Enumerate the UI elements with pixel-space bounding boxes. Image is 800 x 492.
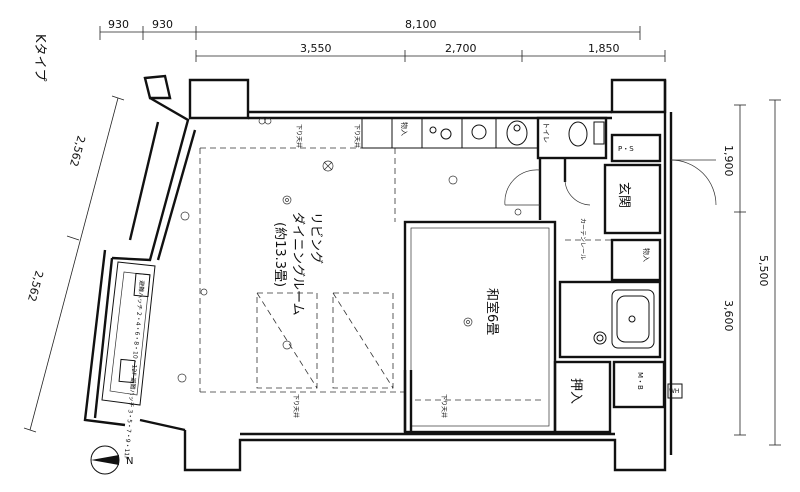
oshiire-label: 押入 — [568, 378, 583, 404]
washitsu-room: 和室6畳 — [403, 220, 557, 434]
dim-2562-b: 2,562 — [25, 269, 46, 303]
monoire-side-label: 物入 — [642, 248, 651, 262]
dim-2562-a: 2,562 — [67, 134, 88, 168]
dim-930-a: 930 — [108, 18, 129, 31]
monoire-top-label: 物入 — [400, 122, 409, 136]
sagari-label-3: 下り天井 — [292, 394, 300, 418]
washitsu-label: 和室6畳 — [484, 288, 500, 335]
mb-label: M・B — [636, 372, 644, 390]
wh-label: WH — [669, 388, 679, 395]
sagari-label-1: 下り天井 — [295, 124, 303, 148]
dim-3550: 3,550 — [300, 42, 332, 55]
north-arrow: N — [90, 445, 133, 475]
ps-label: P・S — [618, 145, 634, 153]
ps-box: P・S — [610, 133, 662, 163]
curtain-rail-label: カーテンレール — [579, 218, 586, 260]
left-dimensions: 2,562 2,562 — [23, 95, 125, 433]
dim-1850: 1,850 — [588, 42, 620, 55]
ceiling-lines — [199, 147, 545, 401]
toilet-label: トイレ — [542, 122, 550, 143]
exterior-walls — [83, 74, 673, 472]
hall-area: カーテンレール 物入 — [504, 158, 665, 282]
sagari-label-2: 下り天井 — [353, 124, 361, 148]
dim-3600: 3,600 — [722, 300, 735, 332]
toilet-area: トイレ — [536, 116, 608, 160]
dim-1900: 1,900 — [722, 145, 735, 177]
living-label-2: ダイニングルーム — [290, 212, 305, 316]
glass-panels — [256, 292, 394, 389]
type-label: Kタイプ — [32, 34, 47, 82]
balcony-hatch: 避難ハッチ 2・4・6・8・10・12F 避難ハッチ 3・5・7・9・11F — [101, 261, 156, 461]
dim-8100: 8,100 — [405, 18, 437, 31]
dim-930-b: 930 — [152, 18, 173, 31]
living-label-3: (約13.3畳) — [272, 222, 287, 287]
top-dimensions: 930 930 8,100 3,550 2,700 1,850 — [99, 18, 666, 62]
north-label: N — [126, 456, 133, 467]
sagari-label-4: 下り天井 — [440, 394, 448, 418]
ceiling-notes: 下り天井 下り天井 下り天井 下り天井 — [292, 124, 448, 418]
dim-5500: 5,500 — [757, 255, 770, 287]
kitchen-fixtures: 物入 — [361, 117, 539, 149]
genkan-area: 玄関 — [603, 159, 717, 235]
balcony-hatch-text: 避難ハッチ 2・4・6・8・10・12F 避難ハッチ 3・5・7・9・11F — [122, 280, 146, 461]
oshiire-mb: 押入 M・B WH — [553, 360, 683, 434]
genkan-label: 玄関 — [616, 182, 631, 208]
right-dimensions: 5,500 1,900 3,600 — [722, 99, 781, 446]
bathroom — [558, 280, 662, 359]
living-room: リビング ダイニングルーム (約13.3畳) — [272, 160, 458, 350]
fixture-dots — [177, 117, 522, 383]
dim-2700: 2,700 — [445, 42, 477, 55]
living-label-1: リビング — [308, 212, 323, 264]
